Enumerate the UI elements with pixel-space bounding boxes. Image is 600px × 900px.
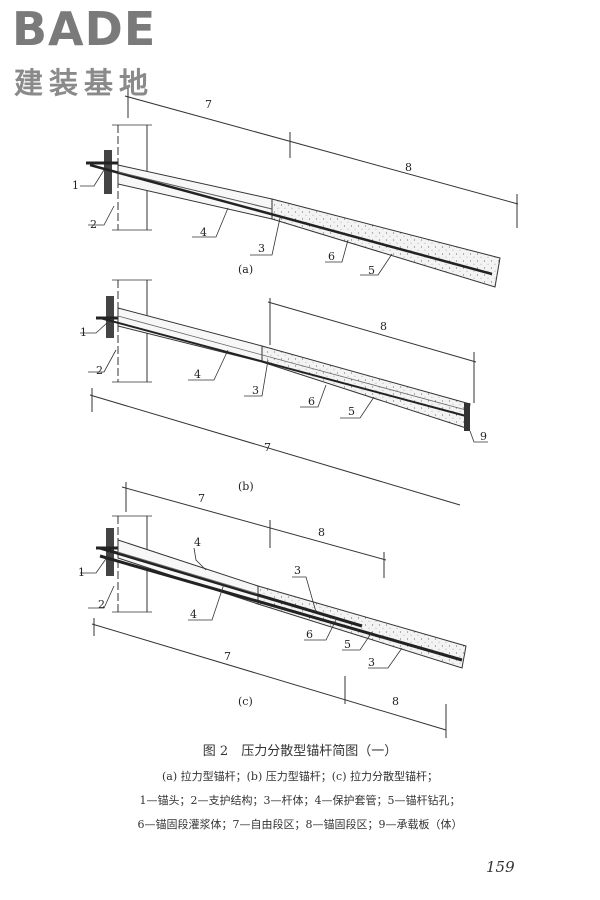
free-section-sheath xyxy=(117,164,273,220)
figure-caption-line-1: (a) 拉力型锚杆；(b) 压力型锚杆；(c) 拉力分散型锚杆； xyxy=(162,770,438,783)
callout-4: 4 xyxy=(194,368,201,381)
callout-5: 5 xyxy=(344,638,351,651)
callout-9: 9 xyxy=(480,430,487,443)
callout-7: 7 xyxy=(205,98,212,111)
tendon-short xyxy=(99,546,363,628)
bearing-plate xyxy=(464,403,470,431)
grout-body xyxy=(261,345,471,429)
callout-1: 1 xyxy=(72,179,79,192)
figure-caption-line-3: 6—锚固段灌浆体；7—自由段区；8—锚固段区；9—承载板（体） xyxy=(137,818,463,831)
figure-caption-title: 图 2 压力分散型锚杆简图（一） xyxy=(202,744,398,759)
grout-body xyxy=(257,585,467,669)
subfigure-label-b: (b) xyxy=(238,480,254,493)
subfigure-label-a: (a) xyxy=(238,263,253,276)
callout-3-bottom: 3 xyxy=(368,656,375,669)
callout-5: 5 xyxy=(348,405,355,418)
callout-3-top: 3 xyxy=(294,564,301,577)
callout-6: 6 xyxy=(306,628,313,641)
anchor-head xyxy=(86,150,118,194)
callout-2: 2 xyxy=(98,598,105,611)
dimension-line-free xyxy=(89,388,461,506)
dimension-line-anchor xyxy=(267,298,477,403)
callout-5: 5 xyxy=(368,264,375,277)
callout-6: 6 xyxy=(328,250,335,263)
dimension-line xyxy=(124,88,519,228)
callout-6: 6 xyxy=(308,395,315,408)
subfigure-a: 1 2 3 4 5 6 7 8 (a) xyxy=(72,88,519,288)
callout-4-top: 4 xyxy=(194,536,201,549)
anchor-head xyxy=(96,296,120,338)
callout-8: 8 xyxy=(405,161,412,174)
logo-wordmark: BADE xyxy=(12,2,157,56)
callout-3: 3 xyxy=(258,242,265,255)
callout-1: 1 xyxy=(78,566,85,579)
grout-body xyxy=(271,198,501,288)
callout-2: 2 xyxy=(96,364,103,377)
dimension-line-top xyxy=(121,482,387,578)
anchor-diagram: 1 2 3 4 5 6 7 8 (a) xyxy=(72,88,519,738)
callout-4-bottom: 4 xyxy=(190,608,197,621)
dimension-line-bottom xyxy=(91,618,447,738)
subfigure-label-c: (c) xyxy=(238,695,253,708)
tendon xyxy=(99,317,467,417)
tendon xyxy=(89,163,493,276)
callout-2: 2 xyxy=(90,218,97,231)
callout-7-top: 7 xyxy=(198,492,205,505)
callout-7-bottom: 7 xyxy=(224,650,231,663)
callout-4: 4 xyxy=(200,226,207,239)
callout-7: 7 xyxy=(264,441,271,454)
bade-logo: BADE 建装基地 xyxy=(6,2,196,102)
figure-caption-line-2: 1—锚头；2—支护结构；3—杆体；4—保护套管；5—锚杆钻孔； xyxy=(139,794,461,807)
callout-1: 1 xyxy=(80,326,87,339)
logo-subtitle: 建装基地 xyxy=(14,66,155,100)
subfigure-c: 1 2 3 3 4 4 5 6 7 8 7 8 (c) xyxy=(78,482,467,738)
callout-8-bottom: 8 xyxy=(392,695,399,708)
page-number: 159 xyxy=(486,858,515,876)
callout-3: 3 xyxy=(252,384,259,397)
callout-8: 8 xyxy=(380,320,387,333)
tendon-long xyxy=(99,554,463,662)
free-section-sheath xyxy=(117,307,263,363)
callout-8-top: 8 xyxy=(318,526,325,539)
subfigure-b: 1 2 3 4 5 6 8 9 7 (b) xyxy=(80,279,488,506)
